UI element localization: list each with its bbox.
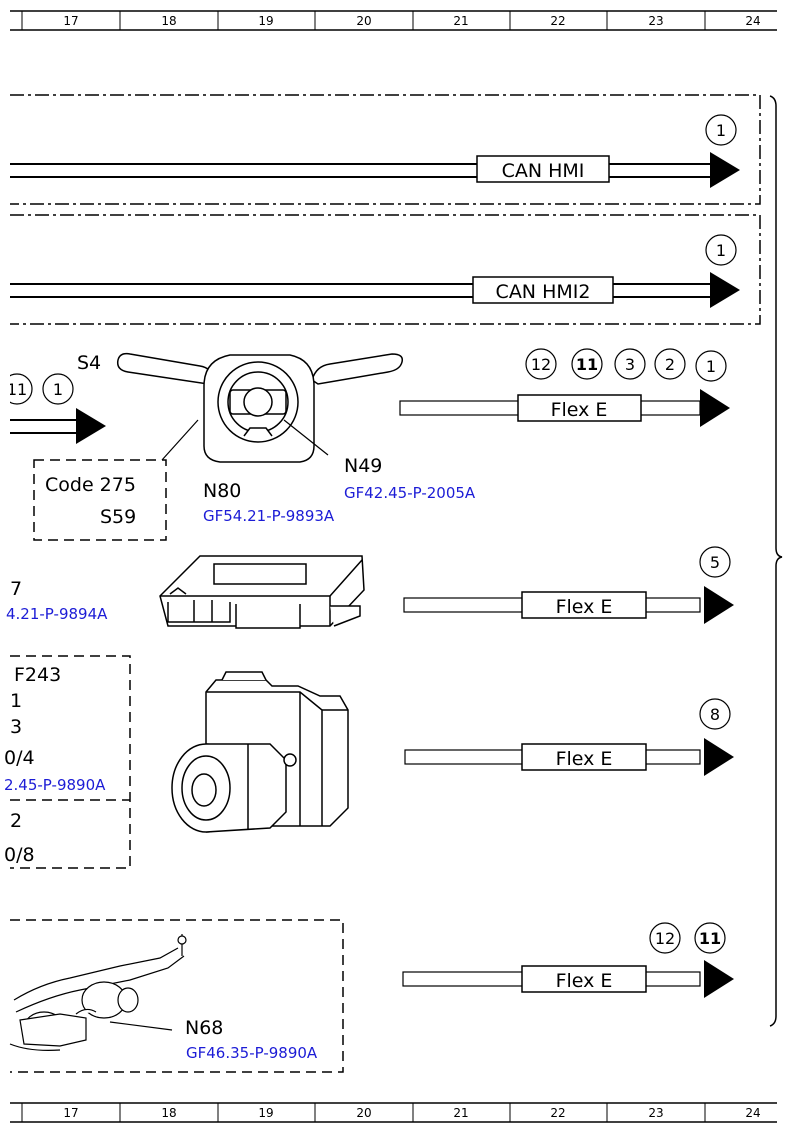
module-ref-link[interactable]: 4.21-P-9894A (6, 605, 108, 623)
n80-label: N80 (203, 480, 241, 502)
abs-line-04: 0/4 (4, 747, 35, 769)
abs-unit-illustration (171, 671, 349, 833)
ruler-col-22: 22 (550, 1106, 565, 1120)
ruler-col-17: 17 (63, 1106, 78, 1120)
connection-marker (654, 348, 686, 380)
steering-column-switch-illustration (116, 352, 404, 463)
ruler-col-22: 22 (550, 14, 565, 28)
n49-label: N49 (344, 455, 382, 477)
module-group: 7 4.21-P-9894A Flex E 5 (6, 546, 734, 629)
connection-marker (649, 922, 681, 954)
connection-marker (525, 348, 557, 380)
arrow-head-icon (704, 586, 734, 624)
connection-marker-label: 1 (706, 357, 716, 376)
connection-marker-label: 8 (710, 705, 720, 724)
s4-label: S4 (77, 352, 101, 374)
abs-line-08: 0/8 (4, 844, 35, 866)
ruler-col-19: 19 (258, 14, 273, 28)
connection-marker-label: 5 (710, 553, 720, 572)
connection-marker (694, 922, 726, 954)
flex-e-label: Flex E (556, 970, 613, 992)
flex-e-label: Flex E (556, 748, 613, 770)
right-bracket (769, 95, 783, 1027)
ruler-col-19: 19 (258, 1106, 273, 1120)
connection-marker-label: 1 (716, 241, 726, 260)
arrow-head-icon (76, 408, 106, 444)
arrow-head-icon (710, 152, 740, 188)
ruler-col-24: 24 (745, 14, 760, 28)
code-275-label: Code 275 (45, 474, 136, 496)
connection-marker-label: 11 (576, 355, 598, 374)
connection-marker-label: 2 (665, 355, 675, 374)
steering-group: N68 GF46.35-P-9890A Flex E 12 11 (9, 919, 734, 1073)
n49-ref-link[interactable]: GF42.45-P-2005A (344, 484, 476, 502)
s4-group: 11 1 S4 Code 275 S59 N80 GF54.21-P-9893A… (0, 348, 730, 541)
ruler-col-24: 24 (745, 1106, 760, 1120)
ruler-col-18: 18 (161, 14, 176, 28)
connection-marker (614, 348, 646, 380)
n80-ref-link[interactable]: GF54.21-P-9893A (203, 507, 335, 525)
f243-label: F243 (14, 664, 61, 686)
abs-line-3: 3 (10, 716, 22, 738)
connection-marker-label: 11 (699, 929, 721, 948)
abs-group: F243 1 3 0/4 2.45-P-9890A 2 0/8 Flex E 8 (0, 655, 734, 870)
ruler-col-21: 21 (453, 1106, 468, 1120)
connection-marker-label: 11 (7, 380, 27, 399)
ruler-col-20: 20 (356, 1106, 371, 1120)
ruler-col-23: 23 (648, 1106, 663, 1120)
ruler-col-21: 21 (453, 14, 468, 28)
can-hmi-label: CAN HMI (502, 160, 585, 182)
abs-line-1: 1 (10, 690, 22, 712)
connection-marker (695, 350, 727, 382)
ruler-col-17: 17 (63, 14, 78, 28)
connection-marker (699, 698, 731, 730)
connection-marker (705, 114, 737, 146)
n68-ref-link[interactable]: GF46.35-P-9890A (186, 1044, 318, 1062)
can-hmi2-label: CAN HMI2 (496, 281, 591, 303)
control-module-illustration (159, 555, 365, 629)
arrow-head-icon (710, 272, 740, 308)
module-partial-label: 7 (10, 578, 22, 600)
connection-marker-label: 12 (531, 355, 551, 374)
can-hmi-line: CAN HMI 1 (10, 94, 761, 205)
connection-marker-label: 3 (625, 355, 635, 374)
abs-line-2: 2 (10, 810, 22, 832)
arrow-head-icon (704, 738, 734, 776)
bottom-ruler: 17 18 19 20 21 22 23 24 (10, 1102, 777, 1123)
connection-marker (42, 373, 74, 405)
connection-marker-label: 1 (716, 121, 726, 140)
connection-marker-label: 1 (53, 380, 63, 399)
ruler-col-20: 20 (356, 14, 371, 28)
s59-label: S59 (100, 506, 136, 528)
n68-label: N68 (185, 1017, 223, 1039)
steering-rack-illustration (9, 934, 187, 1051)
abs-ref-link[interactable]: 2.45-P-9890A (4, 776, 106, 794)
top-ruler: 17 18 19 20 21 22 23 24 (10, 10, 777, 31)
flex-e-label: Flex E (556, 596, 613, 618)
arrow-head-icon (700, 389, 730, 427)
connection-marker (699, 546, 731, 578)
ruler-col-18: 18 (161, 1106, 176, 1120)
can-hmi2-line: CAN HMI2 1 (10, 214, 761, 325)
ruler-col-23: 23 (648, 14, 663, 28)
flex-e-label: Flex E (551, 399, 608, 421)
connection-marker (705, 234, 737, 266)
arrow-head-icon (704, 960, 734, 998)
connection-marker (571, 348, 603, 380)
connection-marker-label: 12 (655, 929, 675, 948)
